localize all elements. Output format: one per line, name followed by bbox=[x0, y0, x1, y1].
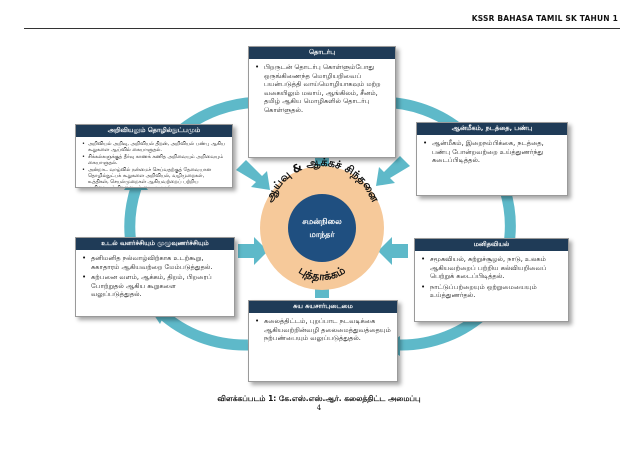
box-spirituality-values-list: ஆன்மீகம், இறைநம்பிக்கை, நடத்தை, பண்பு போ… bbox=[417, 135, 567, 169]
box-spirituality-values: ஆன்மீகம், நடத்தை, பண்பு ஆன்மீகம், இறைநம்… bbox=[416, 122, 568, 196]
box-self-development-list: கலைத்திட்டம், புறப்பாட நடவடிக்கை ஆகியவற்… bbox=[249, 313, 397, 347]
center-arc-bottom-text: புத்தாக்கம் bbox=[296, 264, 347, 285]
page-number: 4 bbox=[316, 404, 322, 412]
box-physical-aesthetic: உடல் வளர்ச்சியும் முழுவுணர்ச்சியும் தனிம… bbox=[75, 237, 235, 317]
box-humanities: மனிதவியல் சமூகவியல், சுற்றுச்சூழல், நாடு… bbox=[414, 238, 569, 322]
box-communication: தொடர்பு பிறருடன் தொடர்பு கொள்ளும்போது ஒர… bbox=[248, 46, 396, 158]
list-item: தனிமனித நல்வாழ்விற்காக உடற்கூறு, சுகாதார… bbox=[82, 254, 228, 271]
center-title-line1: சமன்நிலை bbox=[302, 217, 342, 227]
list-item: கற்பனை வளம், ஆக்கம், திறம், பிறரைப் போற்… bbox=[82, 273, 228, 298]
box-communication-title: தொடர்பு bbox=[249, 47, 395, 60]
spoke-mid-right bbox=[378, 237, 408, 265]
box-physical-aesthetic-title: உடல் வளர்ச்சியும் முழுவுணர்ச்சியும் bbox=[76, 238, 234, 251]
box-science-technology: அறிவியலும் தொழில்நுட்பமும் அறிவியல் அறிவ… bbox=[75, 124, 233, 188]
box-humanities-list: சமூகவியல், சுற்றுச்சூழல், நாடு, உலகம் ஆக… bbox=[415, 251, 568, 304]
box-communication-list: பிறருடன் தொடர்பு கொள்ளும்போது ஒருங்கிணைந… bbox=[249, 59, 395, 119]
box-self-development-title: சுய சுயசார்புடைமை bbox=[249, 301, 397, 314]
list-item: பிறருடன் தொடர்பு கொள்ளும்போது ஒருங்கிணைந… bbox=[255, 63, 389, 114]
spoke-top-right bbox=[376, 156, 410, 186]
box-science-technology-list: அறிவியல் அறிவு, அறிவியல் திறன், அறிவியல்… bbox=[76, 137, 232, 187]
list-item: ஆன்மீகம், இறைநம்பிக்கை, நடத்தை, பண்பு போ… bbox=[423, 139, 561, 164]
box-physical-aesthetic-list: தனிமனித நல்வாழ்விற்காக உடற்கூறு, சுகாதார… bbox=[76, 250, 234, 303]
center-title-line2: மாந்தர் bbox=[309, 230, 335, 240]
box-self-development: சுய சுயசார்புடைமை கலைத்திட்டம், புறப்பாட… bbox=[248, 300, 398, 382]
figure-caption: விளக்கப்படம் 1: கே.எஸ்.எஸ்.ஆர். கலைத்திட… bbox=[217, 394, 421, 403]
box-humanities-title: மனிதவியல் bbox=[415, 239, 568, 252]
document-header: KSSR BAHASA TAMIL SK TAHUN 1 bbox=[471, 14, 618, 23]
list-item: நாட்டுப்பற்றையும் ஒற்றுமையையும் உய்த்துண… bbox=[421, 283, 562, 300]
box-science-technology-title: அறிவியலும் தொழில்நுட்பமும் bbox=[76, 125, 232, 138]
cycle-arc-bottom-left bbox=[156, 307, 249, 351]
list-item: சிக்கல்களுக்குத் தீர்வு காணக் கணித அறிவை… bbox=[82, 154, 226, 166]
list-item: அன்றாட வாழ்வில் நன்மைச் செய்வதற்குத் தேவ… bbox=[82, 167, 226, 187]
spoke-top-left bbox=[236, 160, 270, 190]
box-spirituality-values-title: ஆன்மீகம், நடத்தை, பண்பு bbox=[417, 123, 567, 136]
center-inner-disc bbox=[288, 194, 356, 262]
spoke-mid-left bbox=[238, 237, 268, 265]
list-item: கலைத்திட்டம், புறப்பாட நடவடிக்கை ஆகியவற்… bbox=[255, 317, 391, 342]
list-item: அறிவியல் அறிவு, அறிவியல் திறன், அறிவியல்… bbox=[82, 141, 226, 153]
list-item: சமூகவியல், சுற்றுச்சூழல், நாடு, உலகம் ஆக… bbox=[421, 255, 562, 280]
header-rule bbox=[24, 28, 620, 29]
